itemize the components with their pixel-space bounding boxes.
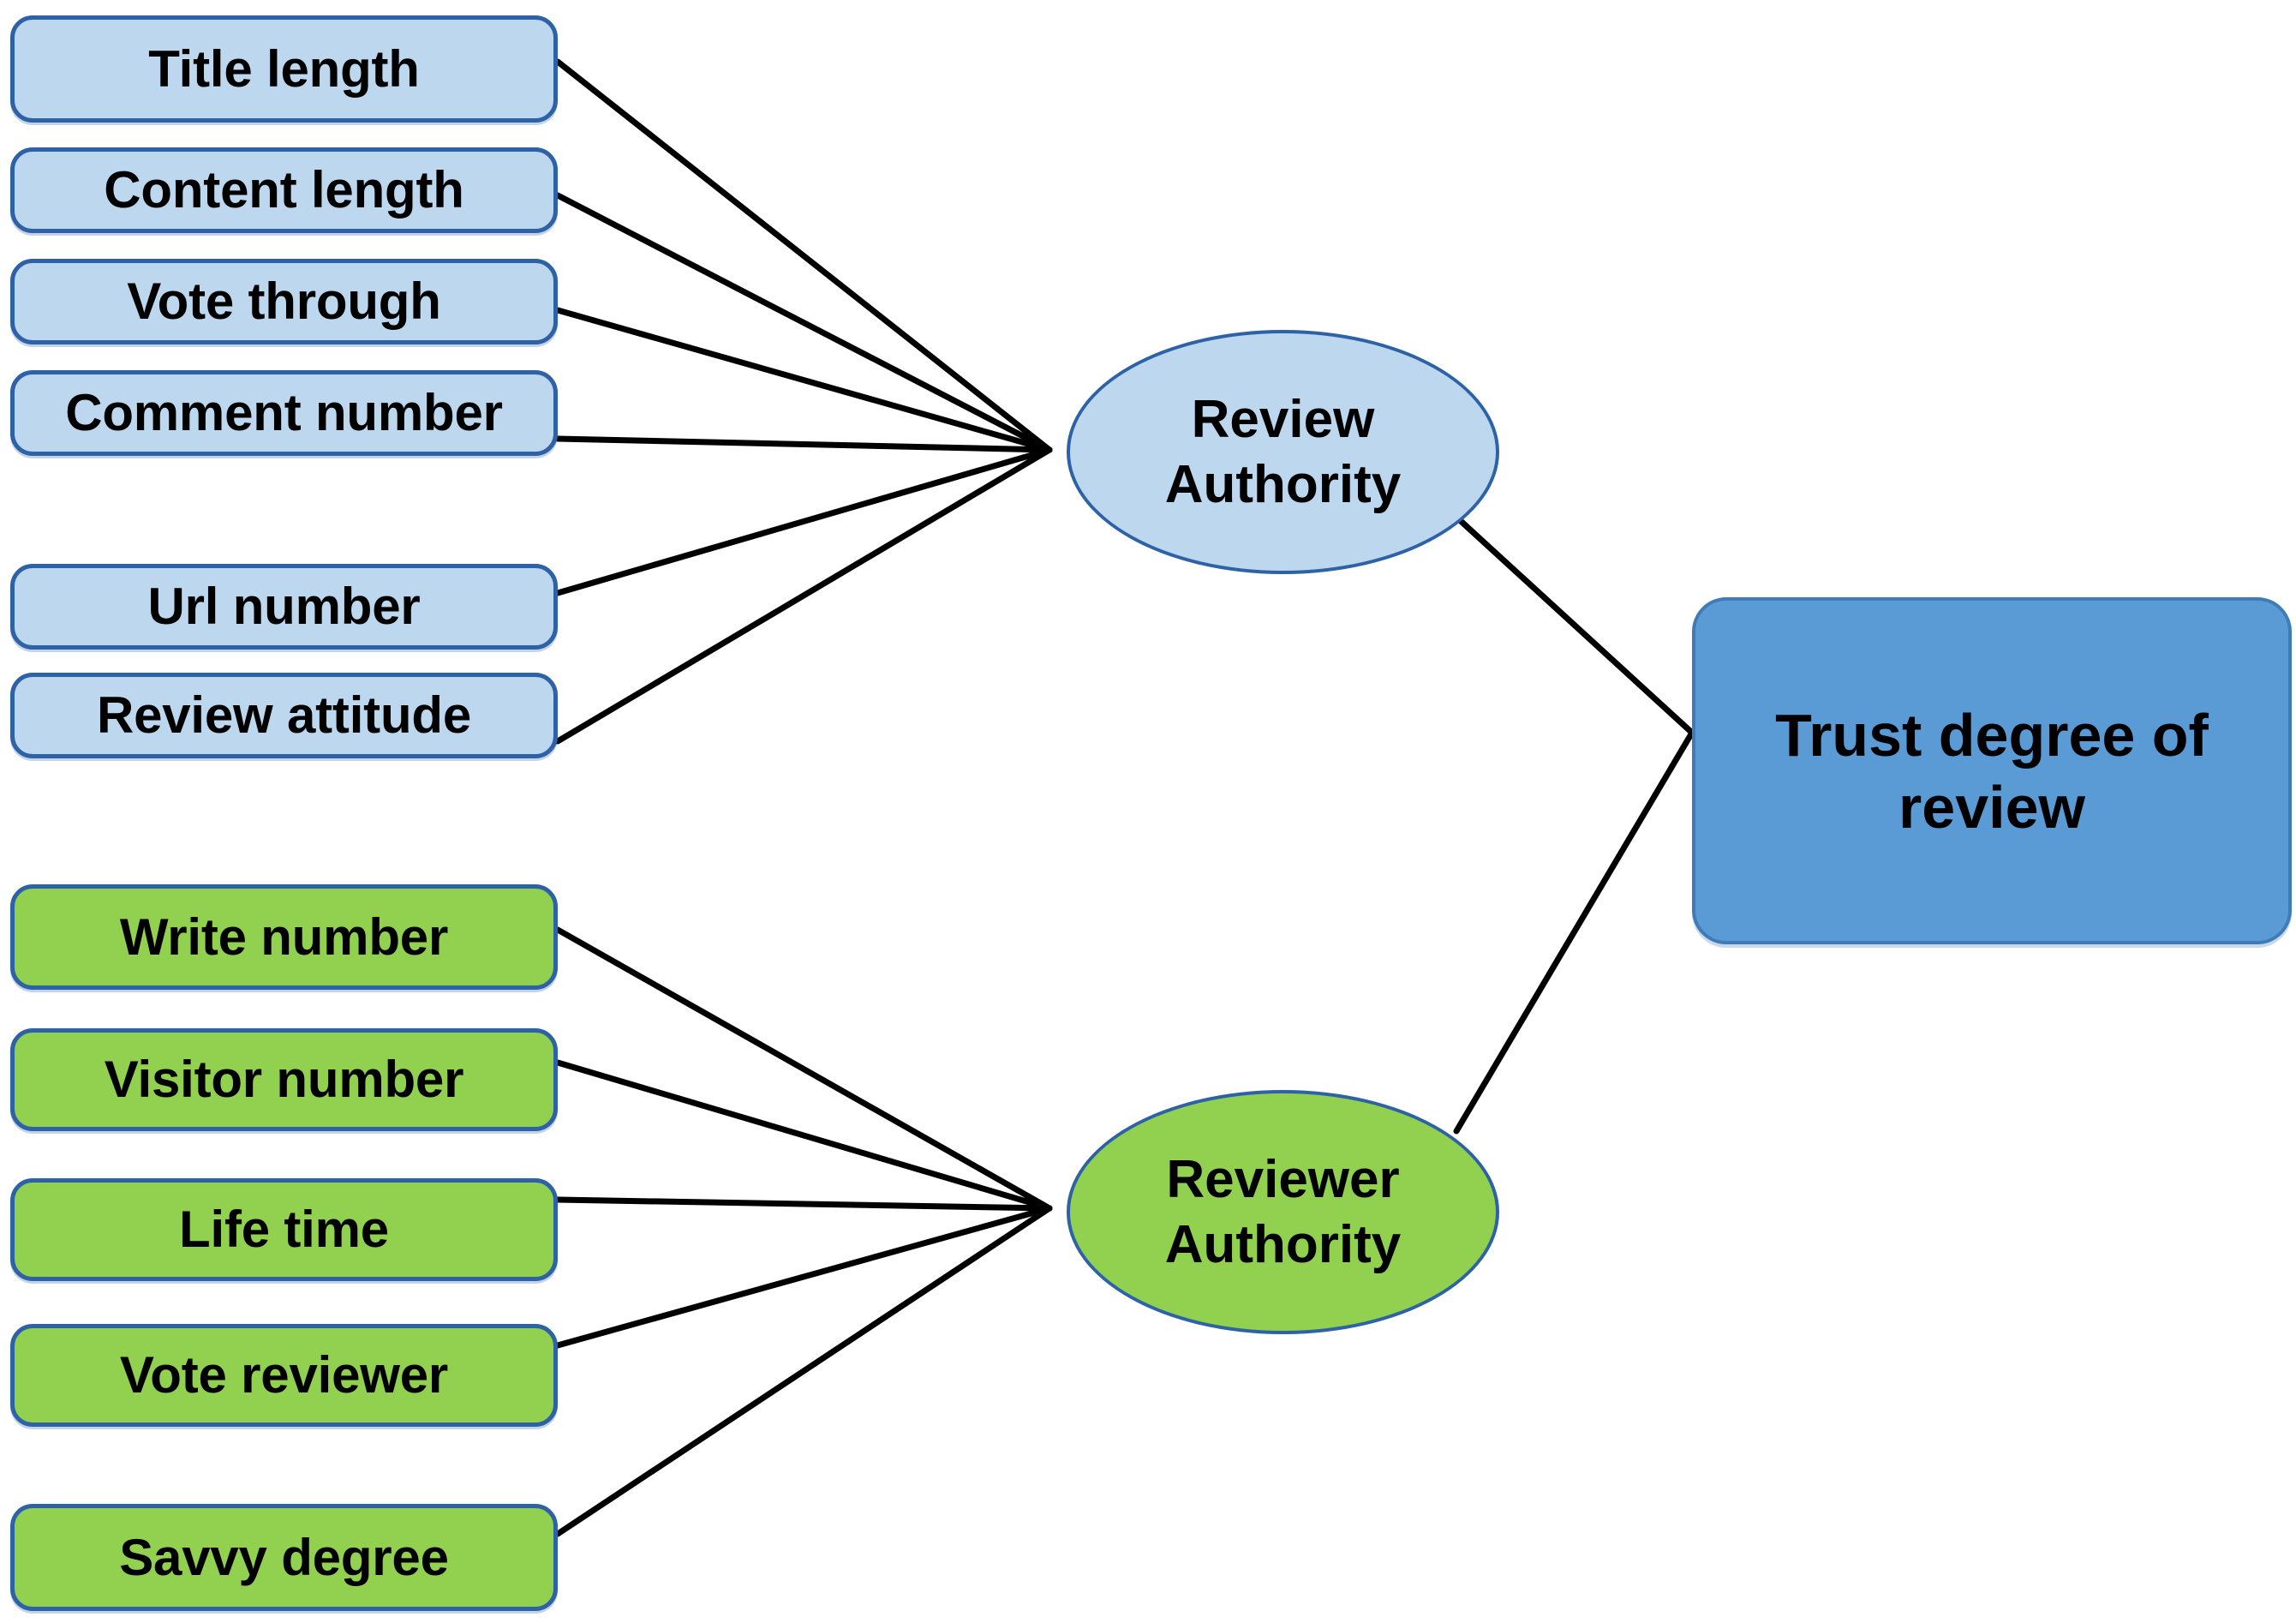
node-vote-reviewer[interactable]: Vote reviewer [10, 1324, 558, 1427]
outcome-label-line1: Trust degree of [1775, 701, 2209, 769]
edge-savvy-degree-to-reviewer-authority [554, 1205, 1053, 1537]
node-life-time[interactable]: Life time [10, 1178, 558, 1281]
construct-label-line1: Review [1191, 389, 1375, 449]
construct-label-line2: Authority [1164, 454, 1402, 514]
construct-label: Review Authority [1153, 387, 1414, 517]
construct-label-line2: Authority [1164, 1214, 1402, 1274]
node-label: Vote reviewer [119, 1346, 449, 1404]
construct-review-authority[interactable]: Review Authority [1067, 330, 1499, 574]
node-label: Url number [147, 578, 421, 636]
node-url-number[interactable]: Url number [10, 564, 558, 650]
edge-url-number-to-review-authority [554, 446, 1053, 596]
node-trust-degree-of-review[interactable]: Trust degree of review [1692, 597, 2292, 944]
edge-vote-through-to-review-authority [554, 307, 1053, 453]
edge-content-length-to-review-authority [554, 192, 1053, 453]
construct-reviewer-authority[interactable]: Reviewer Authority [1067, 1090, 1499, 1334]
edge-vote-reviewer-to-reviewer-authority [554, 1205, 1053, 1349]
edge-visitor-number-to-reviewer-authority [554, 1059, 1053, 1212]
edge-review-authority-to-trust-degree-of-review [1457, 518, 1695, 736]
node-label: Review attitude [96, 686, 472, 745]
node-content-length[interactable]: Content length [10, 147, 558, 233]
node-label: Life time [179, 1201, 389, 1259]
node-review-attitude[interactable]: Review attitude [10, 673, 558, 758]
node-label: Visitor number [104, 1051, 464, 1109]
node-label: Title length [148, 39, 420, 98]
node-visitor-number[interactable]: Visitor number [10, 1028, 558, 1131]
node-label: Vote through [127, 272, 441, 331]
outcome-label-line2: review [1898, 773, 2085, 841]
construct-label-line1: Reviewer [1166, 1149, 1400, 1209]
node-write-number[interactable]: Write number [10, 884, 558, 990]
edge-write-number-to-reviewer-authority [554, 926, 1053, 1212]
edge-comment-number-to-review-authority [554, 435, 1053, 453]
node-label: Comment number [65, 384, 503, 442]
node-label: Content length [104, 161, 464, 219]
edge-reviewer-authority-to-trust-degree-of-review [1453, 729, 1695, 1135]
construct-label: Reviewer Authority [1153, 1147, 1414, 1277]
node-comment-number[interactable]: Comment number [10, 370, 558, 456]
node-title-length[interactable]: Title length [10, 15, 558, 123]
node-vote-through[interactable]: Vote through [10, 259, 558, 344]
outcome-label: Trust degree of review [1763, 699, 2221, 843]
edge-life-time-to-reviewer-authority [554, 1196, 1053, 1212]
node-savvy-degree[interactable]: Savvy degree [10, 1504, 558, 1611]
node-label: Savvy degree [119, 1528, 449, 1586]
edge-review-attitude-to-review-authority [554, 446, 1053, 745]
edge-title-length-to-review-authority [554, 58, 1053, 453]
node-label: Write number [119, 907, 449, 966]
